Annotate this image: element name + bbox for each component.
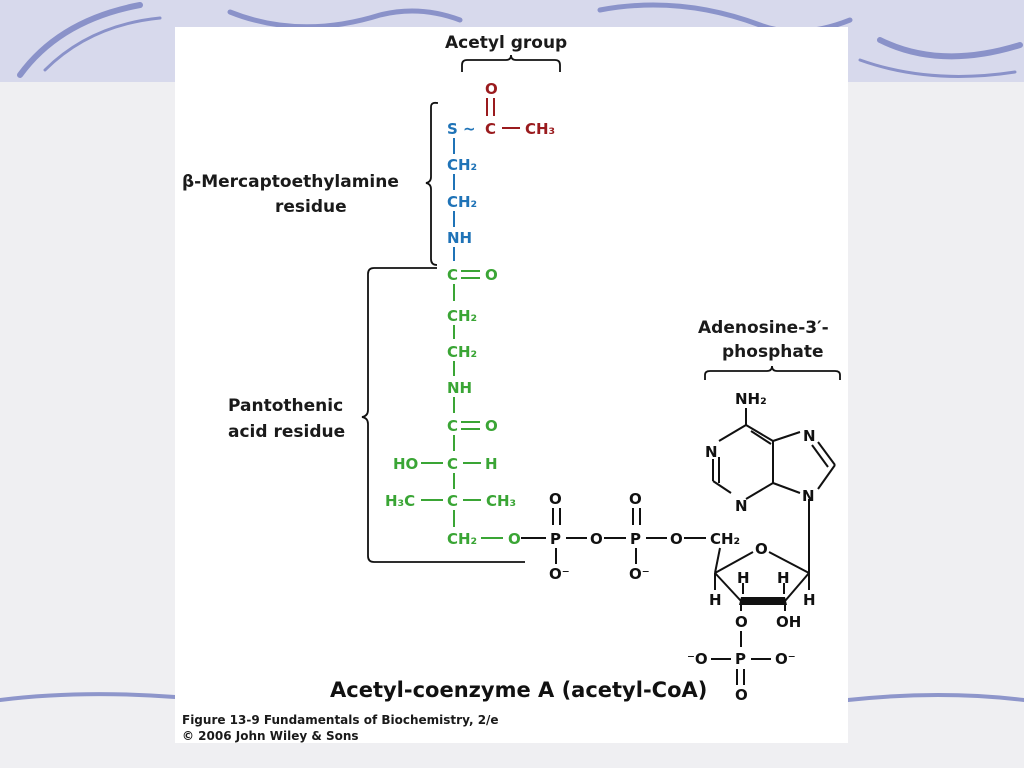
atom-panto-ch2-b: CH₂	[447, 343, 477, 361]
atom-panto-ch2-a: CH₂	[447, 307, 477, 325]
atom-panto-c2: C	[447, 417, 458, 435]
atom-adenine-n1: N	[705, 443, 718, 461]
figure-panel: Acetyl group O C CH₃ S ~ CH₂ CH₂ NH β-Me…	[175, 27, 848, 743]
atom-panto-o1: O	[485, 266, 498, 284]
swirl-decoration	[0, 2, 1024, 702]
atom-phos-o-top2: O	[629, 490, 642, 508]
atom-ribose-o: O	[755, 540, 768, 558]
figure-title: Acetyl-coenzyme A (acetyl-CoA)	[330, 678, 707, 702]
atom-panto-o2: O	[485, 417, 498, 435]
adenine-ring-bonds	[712, 424, 836, 500]
thioester-tilde: ~	[463, 120, 476, 138]
atom-adenine-n3: N	[735, 497, 748, 515]
atom-phos-o-top1: O	[549, 490, 562, 508]
brace-mercapto	[425, 101, 438, 266]
label-mercapto-line1: β-Mercaptoethylamine	[182, 172, 399, 192]
figure-caption-line2: © 2006 John Wiley & Sons	[182, 729, 359, 743]
label-acetyl-group: Acetyl group	[445, 33, 567, 53]
atom-p3-o-minus-right: O⁻	[775, 650, 796, 668]
atom-mercapto-ch2-a: CH₂	[447, 156, 477, 174]
atom-mercapto-nh: NH	[447, 229, 472, 247]
atom-ribose-h2: H	[777, 569, 790, 587]
acetyl-coa-structure: Acetyl group O C CH₃ S ~ CH₂ CH₂ NH β-Me…	[182, 33, 841, 743]
atom-panto-c3: C	[447, 455, 458, 473]
atom-phos-o-bridge: O	[590, 530, 603, 548]
atom-ribose-oh: OH	[776, 613, 801, 631]
bond-c1prime-c2prime	[784, 572, 810, 602]
figure-caption-line1: Figure 13-9 Fundamentals of Biochemistry…	[182, 713, 499, 727]
atom-adenine-n9: N	[802, 487, 815, 505]
label-adenosine-line2: phosphate	[722, 342, 823, 362]
bond-oring-c1prime	[768, 551, 810, 574]
atom-ribose-h3: H	[709, 591, 722, 609]
atom-phos-o-link: O	[670, 530, 683, 548]
atom-s: S	[447, 120, 458, 138]
atom-panto-o3: O	[508, 530, 521, 548]
atom-panto-h3c: H₃C	[385, 492, 415, 510]
atom-p3-p: P	[735, 650, 746, 668]
atom-adenine-nh2: NH₂	[735, 390, 767, 408]
atom-acetyl-c: C	[485, 120, 496, 138]
brace-pantothenic	[361, 267, 525, 563]
atom-acetyl-o: O	[485, 80, 498, 98]
atom-phos-o-bot2: O⁻	[629, 565, 650, 583]
ribose-bold-bond	[739, 597, 787, 605]
bond-ch2-c4prime	[714, 547, 721, 574]
atom-phos-p1: P	[550, 530, 561, 548]
atom-panto-ch3: CH₃	[486, 492, 516, 510]
atom-panto-c4: C	[447, 492, 458, 510]
atom-p3-o-bottom: O	[735, 686, 748, 704]
atom-panto-ch2-c: CH₂	[447, 530, 477, 548]
atom-ribose-ch2: CH₂	[710, 530, 740, 548]
atom-panto-nh: NH	[447, 379, 472, 397]
atom-ribose-h1: H	[737, 569, 750, 587]
label-mercapto-line2: residue	[275, 197, 347, 217]
atom-panto-h: H	[485, 455, 498, 473]
atom-phos-p2: P	[630, 530, 641, 548]
atom-adenine-n7: N	[803, 427, 816, 445]
atom-ribose-h4: H	[803, 591, 816, 609]
bond-c4prime-oring	[714, 551, 754, 574]
atom-p3-o-minus-left: ⁻O	[687, 650, 708, 668]
atom-phos-o-bot1: O⁻	[549, 565, 570, 583]
label-pantothenic-line1: Pantothenic	[228, 396, 343, 416]
bond-c4prime-c3prime	[714, 572, 742, 602]
brace-adenosine	[704, 365, 841, 380]
atom-acetyl-ch3: CH₃	[525, 120, 555, 138]
label-pantothenic-line2: acid residue	[228, 422, 345, 442]
atom-panto-c1: C	[447, 266, 458, 284]
label-adenosine-line1: Adenosine-3′-	[698, 318, 829, 338]
atom-mercapto-ch2-b: CH₂	[447, 193, 477, 211]
atom-ribose-o3prime: O	[735, 613, 748, 631]
brace-acetyl	[461, 54, 561, 72]
atom-panto-ho: HO	[393, 455, 418, 473]
